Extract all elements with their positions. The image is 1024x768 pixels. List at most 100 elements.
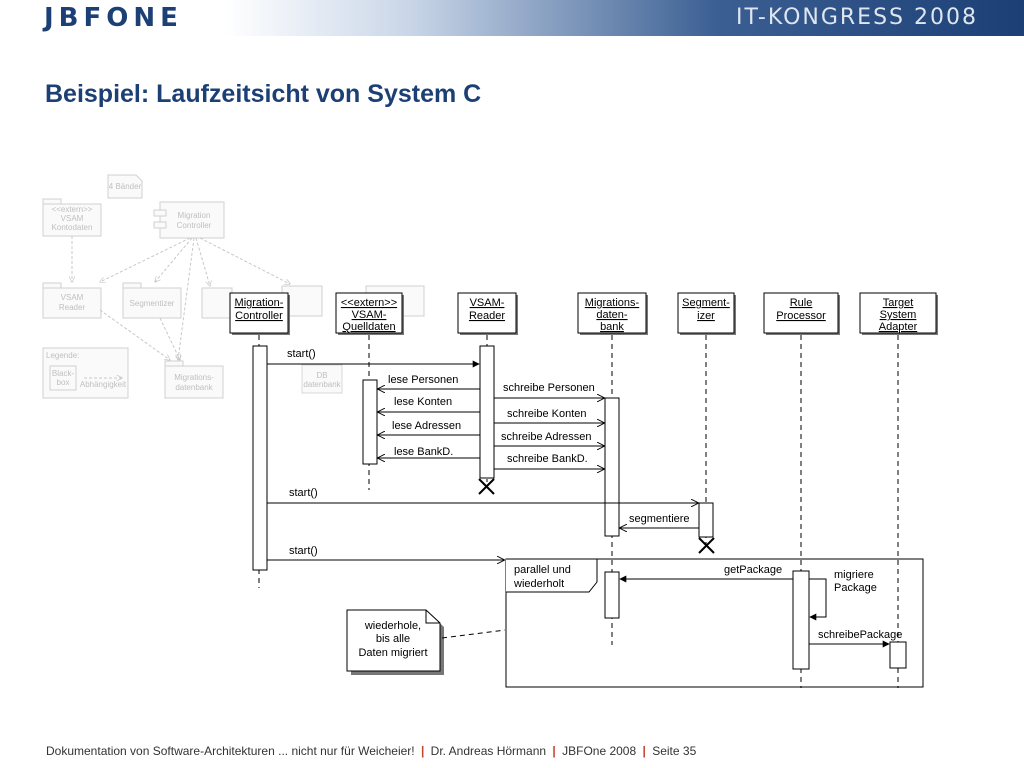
message-label: segmentiere bbox=[629, 513, 690, 525]
background-component-diagram: 4 Bänder <<extern>> VSAM Kontodaten Migr… bbox=[42, 174, 425, 399]
lifeline-label: Segment- bbox=[682, 297, 730, 309]
lifeline-label: Target bbox=[883, 297, 914, 309]
message-label: schreibe BankD. bbox=[507, 453, 588, 465]
combined-fragment: parallel und wiederholt bbox=[505, 558, 924, 688]
lifeline-label: izer bbox=[697, 310, 715, 322]
activation-bar bbox=[604, 397, 620, 537]
background-vsam-kontodaten: <<extern>> VSAM Kontodaten bbox=[42, 198, 102, 237]
message-label: Package bbox=[834, 582, 877, 594]
lifeline-label: Migrations- bbox=[585, 297, 640, 309]
background-label: VSAM bbox=[61, 293, 84, 302]
note-text: bis alle bbox=[376, 633, 410, 645]
message-label: schreibePackage bbox=[818, 629, 902, 641]
footer: Dokumentation von Software-Architekturen… bbox=[46, 744, 696, 758]
message-label: schreibe Adressen bbox=[501, 431, 592, 443]
destroy-marks bbox=[478, 478, 715, 554]
lifeline-label: System bbox=[880, 309, 917, 321]
background-label: Migrations- bbox=[174, 373, 214, 382]
lifeline-head-migrationsdatenbank: Migrations- daten- bank bbox=[577, 292, 648, 335]
header-bar: JBFONE IT-KONGRESS 2008 bbox=[0, 0, 1024, 36]
messages bbox=[267, 360, 890, 648]
message-label: start() bbox=[289, 545, 318, 557]
activation-bar bbox=[604, 571, 620, 619]
message-label: start() bbox=[287, 348, 316, 360]
legend-label: Abhängigkeit bbox=[80, 380, 127, 389]
footer-separator: | bbox=[420, 744, 425, 758]
background-label: DB bbox=[316, 371, 327, 380]
fragment-label: parallel und bbox=[514, 564, 571, 576]
slide-title: Beispiel: Laufzeitsicht von System C bbox=[45, 80, 482, 108]
background-vsam-reader: VSAM Reader bbox=[42, 282, 102, 319]
lifeline-head-segmentizer: Segment- izer bbox=[677, 292, 736, 335]
background-label: Migration bbox=[178, 211, 211, 220]
footer-separator: | bbox=[642, 744, 646, 758]
lifeline-label: VSAM- bbox=[352, 309, 387, 321]
lifeline-label: Adapter bbox=[879, 321, 918, 333]
background-label: <<extern>> bbox=[52, 205, 93, 214]
lifeline-label: Reader bbox=[469, 310, 505, 322]
lifeline-label: Controller bbox=[235, 310, 283, 322]
activation-bar bbox=[698, 502, 714, 538]
destroy-mark-vsam-reader bbox=[478, 478, 495, 495]
lifeline-head-rule-processor: Rule Processor bbox=[763, 292, 840, 335]
note-text: wiederhole, bbox=[364, 620, 421, 632]
background-label: Reader bbox=[59, 303, 86, 312]
message-arrow-self bbox=[809, 578, 827, 621]
background-segmentizer: Segmentizer bbox=[122, 282, 182, 319]
activation-bars bbox=[252, 345, 907, 670]
activation-bar bbox=[889, 641, 907, 669]
lifeline-label: Processor bbox=[776, 310, 826, 322]
message-label: start() bbox=[289, 487, 318, 499]
message-label: migriere bbox=[834, 569, 874, 581]
lifeline-label: bank bbox=[600, 321, 624, 333]
message-label: lese Personen bbox=[388, 374, 458, 386]
activation-bar bbox=[252, 345, 268, 571]
message-label: schreibe Konten bbox=[507, 408, 587, 420]
lifeline-label: VSAM- bbox=[470, 297, 505, 309]
background-migration-controller: Migration Controller bbox=[153, 201, 225, 239]
legend-label: Black- bbox=[52, 369, 75, 378]
message-label: lese BankD. bbox=[394, 446, 453, 458]
background-note-text: 4 Bänder bbox=[109, 182, 142, 191]
lifeline-head-migration-controller: Migration- Controller bbox=[229, 292, 290, 335]
message-labels: start() lese Personen lese Konten lese A… bbox=[287, 348, 902, 641]
activation-bar bbox=[792, 570, 810, 670]
lifeline-label: Quelldaten bbox=[342, 321, 395, 333]
lifeline-label: daten- bbox=[596, 309, 628, 321]
activation-bar bbox=[362, 379, 378, 465]
message-label: getPackage bbox=[724, 564, 782, 576]
message-label: lese Adressen bbox=[392, 420, 461, 432]
activation-bar bbox=[479, 345, 495, 479]
message-label: schreibe Personen bbox=[503, 382, 595, 394]
lifeline-head-vsam-quelldaten: <<extern>> VSAM- Quelldaten bbox=[335, 292, 404, 335]
fragment-label: wiederholt bbox=[513, 578, 564, 590]
background-note: 4 Bänder bbox=[107, 174, 143, 199]
event-title: IT-KONGRESS 2008 bbox=[736, 5, 978, 30]
background-small-db: DB datenbank bbox=[301, 364, 343, 394]
footer-text: Dokumentation von Software-Architekturen… bbox=[46, 744, 415, 758]
legend-title: Legende: bbox=[46, 351, 79, 360]
background-label: datenbank bbox=[303, 380, 341, 389]
background-legend: Legende: Black- box Abhängigkeit bbox=[42, 347, 129, 399]
background-label: Segmentizer bbox=[130, 299, 175, 308]
lifeline-head-vsam-reader: VSAM- Reader bbox=[457, 292, 518, 335]
background-label: Kontodaten bbox=[52, 223, 93, 232]
background-label: datenbank bbox=[175, 383, 213, 392]
note-text: Daten migriert bbox=[358, 647, 427, 659]
page-number: Seite 35 bbox=[652, 744, 697, 758]
lifeline-label: <<extern>> bbox=[341, 297, 397, 309]
lifeline-label: Migration- bbox=[235, 297, 284, 309]
destroy-mark-segmentizer bbox=[698, 537, 715, 554]
footer-author: Dr. Andreas Hörmann bbox=[430, 744, 547, 758]
lifeline-label: Rule bbox=[790, 297, 813, 309]
lifeline-head-target-system-adapter: Target System Adapter bbox=[859, 292, 938, 335]
background-migrationsdatenbank: Migrations- datenbank bbox=[164, 360, 224, 399]
diagram-note: wiederhole, bis alle Daten migriert bbox=[346, 609, 506, 675]
sequence-diagram: 4 Bänder <<extern>> VSAM Kontodaten Migr… bbox=[42, 174, 938, 688]
background-dependencies bbox=[72, 236, 290, 360]
message-label: lese Konten bbox=[394, 396, 452, 408]
note-connector bbox=[441, 629, 506, 639]
footer-event: JBFOne 2008 bbox=[562, 744, 637, 758]
legend-label: box bbox=[57, 378, 70, 387]
footer-separator: | bbox=[552, 744, 556, 758]
